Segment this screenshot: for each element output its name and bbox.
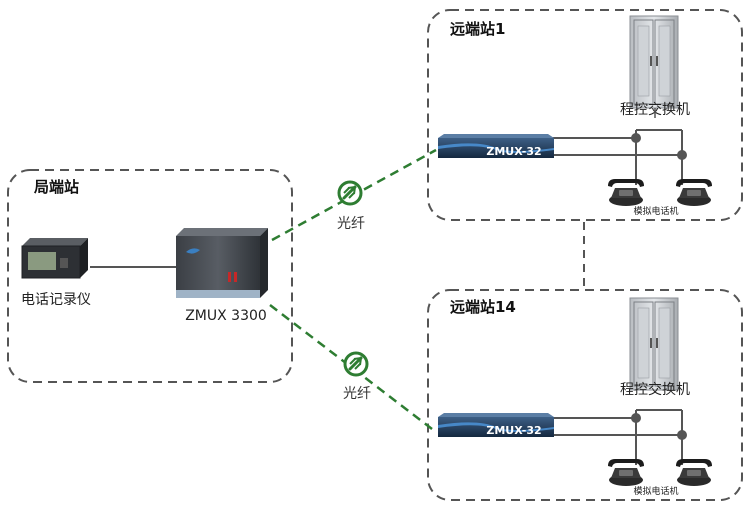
pbx-switch-cabinet [629,15,679,109]
analog-phone-icon [608,179,644,206]
junction-dot [631,413,641,423]
remote-station-14-title: 远端站14 [450,298,516,316]
junction-dot [677,430,687,440]
fiber-connector-icon [337,180,363,206]
remote-station-14-phone-label: 模拟电话机 [633,485,678,497]
remote-station-1-mux-label: ZMUX-32 [486,145,541,158]
pbx-switch-cabinet [629,297,679,391]
phone-recorder-label: 电话记录仪 [21,292,91,308]
remote-station-14-mux-label: ZMUX-32 [486,424,541,437]
remote-station-14-box [427,289,743,501]
analog-phone-icon [608,459,644,486]
junction-dot [677,150,687,160]
remote-station-1-title: 远端站1 [450,20,505,38]
fiber-connector-icon [343,351,369,377]
remote-station-1-phone-label: 模拟电话机 [633,205,678,217]
remote-station-14-switch-label: 程控交换机 [620,381,690,398]
analog-phone-icon [676,179,712,206]
phone-recorder-device [21,238,88,279]
remote-station-1-box [427,9,743,221]
junction-dot [631,133,641,143]
local-station-title: 局端站 [33,178,79,196]
zmux-3300-label: ZMUX 3300 [185,308,267,324]
analog-phone-icon [676,459,712,486]
fiber-link-1-label: 光纤 [337,216,365,232]
fiber-link-2-label: 光纤 [343,386,371,402]
local-station-box [7,169,293,383]
fiber-link-2-line [269,304,437,433]
zmux-3300-chassis [176,228,268,298]
